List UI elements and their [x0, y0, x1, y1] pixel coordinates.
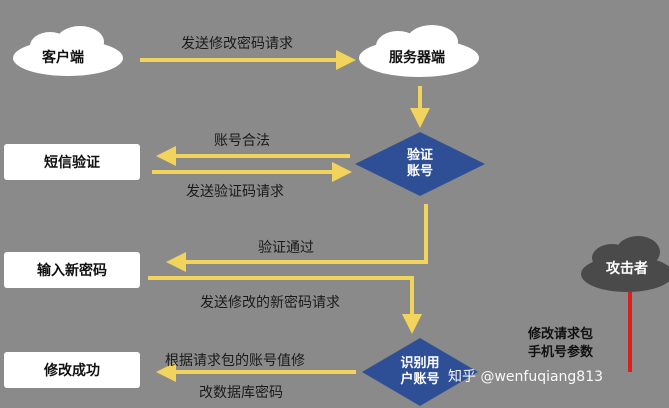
success-box: 修改成功 [4, 352, 140, 388]
edge-verify-passed: 验证通过 [258, 240, 314, 256]
client-cloud [13, 26, 123, 76]
verify-account-line-1: 验证 [406, 148, 433, 163]
verify-account-label: 验证 账号 [400, 148, 440, 180]
sms-box: 短信验证 [4, 144, 140, 180]
server-label: 服务器端 [389, 50, 445, 66]
new-password-box: 输入新密码 [4, 252, 140, 288]
identify-user-line-2: 户账号 [400, 372, 440, 387]
edge-modify-db-password: 改数据库密码 [199, 385, 283, 401]
sms-label: 短信验证 [44, 155, 100, 171]
attacker-cloud [581, 236, 669, 292]
attacker-label: 攻击者 [606, 261, 648, 277]
attack-note-line-1: 修改请求包 [528, 327, 594, 342]
attack-note: 修改请求包 手机号参数 [528, 326, 593, 362]
identify-user-line-1: 识别用 [400, 356, 440, 371]
edge-send-code-request: 发送验证码请求 [186, 184, 284, 200]
edge-modify-by-account: 根据请求包的账号值修 [165, 353, 305, 369]
identify-user-label: 识别用 户账号 [394, 356, 446, 388]
server-cloud [359, 25, 479, 77]
client-label: 客户端 [42, 50, 84, 66]
flow-arrows [140, 50, 430, 382]
attack-note-line-2: 手机号参数 [528, 345, 594, 360]
arrow-new-password-to-identify [148, 276, 422, 334]
verify-account-diamond [355, 132, 485, 196]
identify-user-diamond [362, 338, 478, 406]
zhihu-watermark: 知乎 @wenfuqiang813 [448, 369, 604, 385]
success-label: 修改成功 [44, 363, 100, 379]
edge-account-valid: 账号合法 [214, 133, 270, 149]
edge-send-new-password-request: 发送修改的新密码请求 [200, 295, 340, 311]
arrow-verify-to-new-password [166, 204, 428, 272]
new-password-label: 输入新密码 [37, 263, 107, 279]
edge-send-change-request: 发送修改密码请求 [181, 36, 293, 52]
verify-account-line-2: 账号 [406, 164, 433, 179]
